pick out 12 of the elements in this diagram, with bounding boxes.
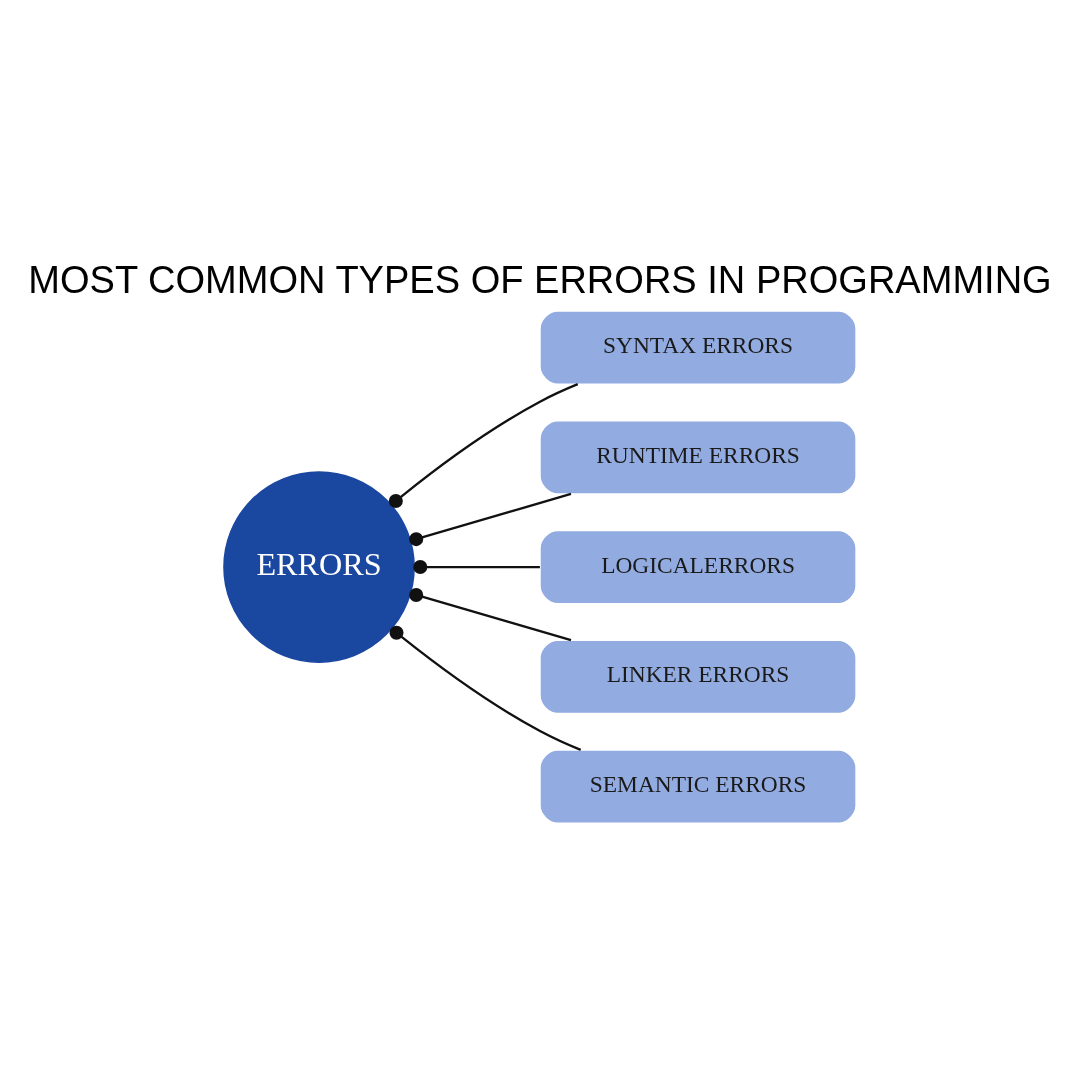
- node-box: SYNTAX ERRORS: [539, 310, 857, 385]
- connector: [388, 383, 579, 509]
- node-box: SEMANTIC ERRORS: [539, 749, 857, 824]
- node-box: RUNTIME ERRORS: [539, 420, 857, 495]
- node-box: LINKER ERRORS: [539, 639, 857, 715]
- connector: [409, 587, 572, 642]
- connector: [413, 560, 540, 575]
- node-circle: ERRORS: [223, 471, 415, 663]
- connector: [409, 492, 572, 547]
- node-box: LOGICALERRORS: [539, 529, 857, 605]
- diagram-title: MOST COMMON TYPES OF ERRORS IN PROGRAMMING: [28, 259, 1052, 302]
- connector: [389, 625, 582, 751]
